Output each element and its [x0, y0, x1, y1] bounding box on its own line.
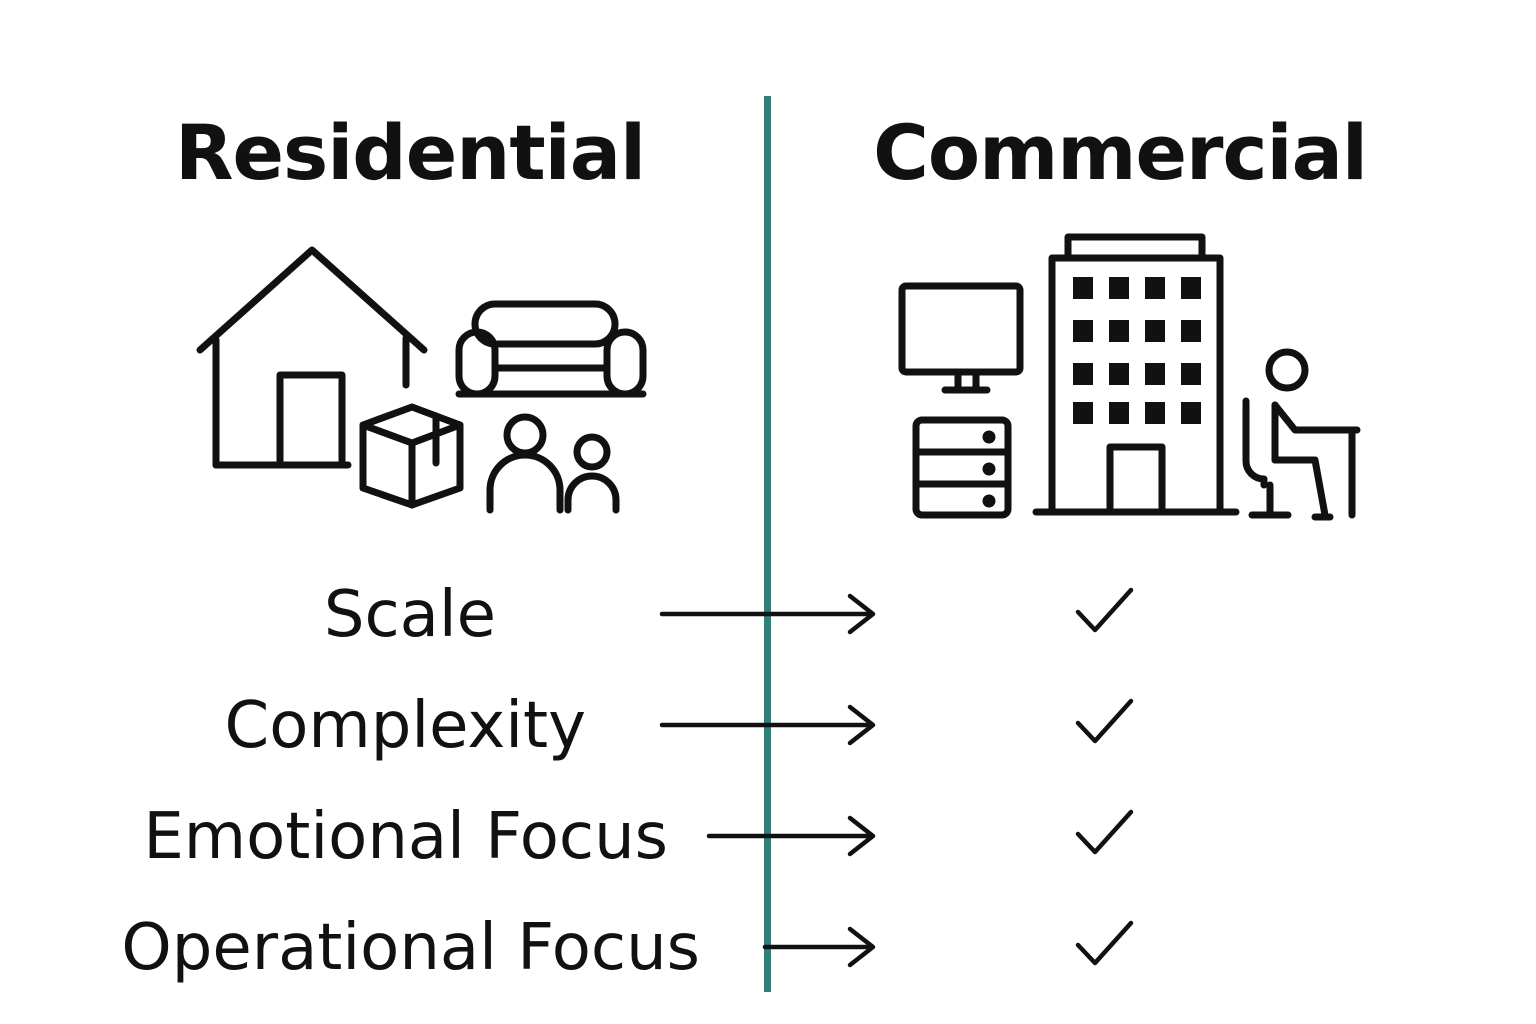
row-label-emotional-focus: Emotional Focus	[143, 800, 668, 874]
commercial-title: Commercial	[873, 108, 1368, 197]
residential-icons	[196, 246, 647, 514]
center-divider	[764, 96, 771, 992]
row-label-scale: Scale	[323, 578, 496, 652]
check-icon	[1075, 809, 1134, 855]
commercial-icons	[898, 233, 1361, 521]
person-at-desk-icon	[1242, 348, 1361, 521]
cabinet-icon	[912, 416, 1012, 519]
office-building-icon	[1032, 233, 1240, 516]
check-icon	[1075, 698, 1134, 744]
row-label-complexity: Complexity	[224, 689, 586, 763]
house-icon	[196, 246, 428, 469]
row-label-operational-focus: Operational Focus	[121, 911, 700, 985]
residential-title: Residential	[174, 108, 646, 197]
row-arrow	[762, 926, 876, 968]
computer-icon	[898, 282, 1024, 394]
box-icon	[359, 403, 464, 509]
people-icon	[486, 413, 620, 514]
sofa-icon	[455, 300, 647, 398]
check-icon	[1075, 920, 1134, 966]
check-icon	[1075, 587, 1134, 633]
row-arrow	[706, 815, 876, 857]
